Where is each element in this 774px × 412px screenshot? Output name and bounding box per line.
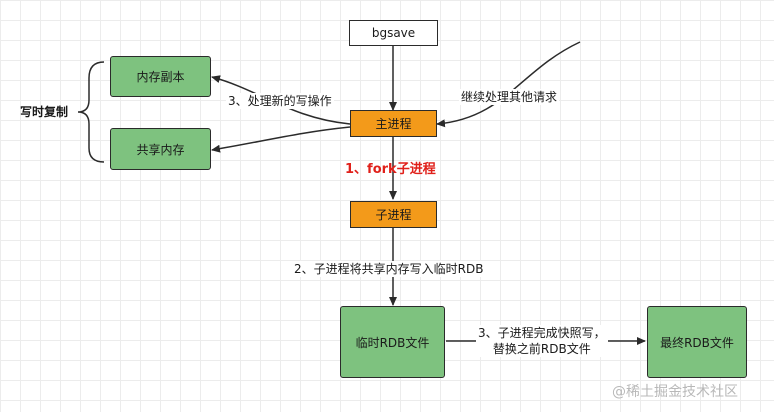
shared-memory-node: 共享内存: [110, 128, 211, 170]
handle-new-writes-label: 3、处理新的写操作: [226, 93, 334, 109]
arrow-requests-to-main: [436, 41, 581, 128]
snapshot-done-line1: 3、子进程完成快照写，: [478, 326, 606, 340]
temp-rdb-label: 临时RDB文件: [355, 335, 430, 350]
main-process-node: 主进程: [350, 110, 437, 137]
memory-copy-node: 内存副本: [110, 56, 211, 97]
copy-on-write-label: 写时复制: [20, 105, 69, 119]
shared-memory-label: 共享内存: [136, 142, 185, 157]
continue-requests-label: 继续处理其他请求: [459, 89, 560, 105]
final-rdb-label: 最终RDB文件: [660, 335, 734, 350]
temp-rdb-node: 临时RDB文件: [340, 306, 445, 378]
bgsave-label: bgsave: [371, 26, 416, 40]
snapshot-done-label: 3、子进程完成快照写， 替换之前RDB文件: [476, 325, 608, 357]
fork-child-label: 1、fork子进程: [345, 162, 436, 177]
snapshot-done-line2: 替换之前RDB文件: [492, 342, 591, 356]
child-process-label: 子进程: [375, 208, 412, 222]
bgsave-node: bgsave: [349, 20, 438, 46]
watermark: @稀土掘金技术社区: [612, 384, 738, 400]
memory-copy-label: 内存副本: [136, 70, 185, 84]
child-write-label: 2、子进程将共享内存写入临时RDB: [292, 261, 486, 277]
copy-on-write-bracket: [77, 61, 105, 163]
final-rdb-node: 最终RDB文件: [647, 306, 747, 378]
arrow-main-to-shared-memory: [211, 126, 351, 153]
main-process-label: 主进程: [375, 117, 412, 131]
child-process-node: 子进程: [350, 201, 437, 228]
